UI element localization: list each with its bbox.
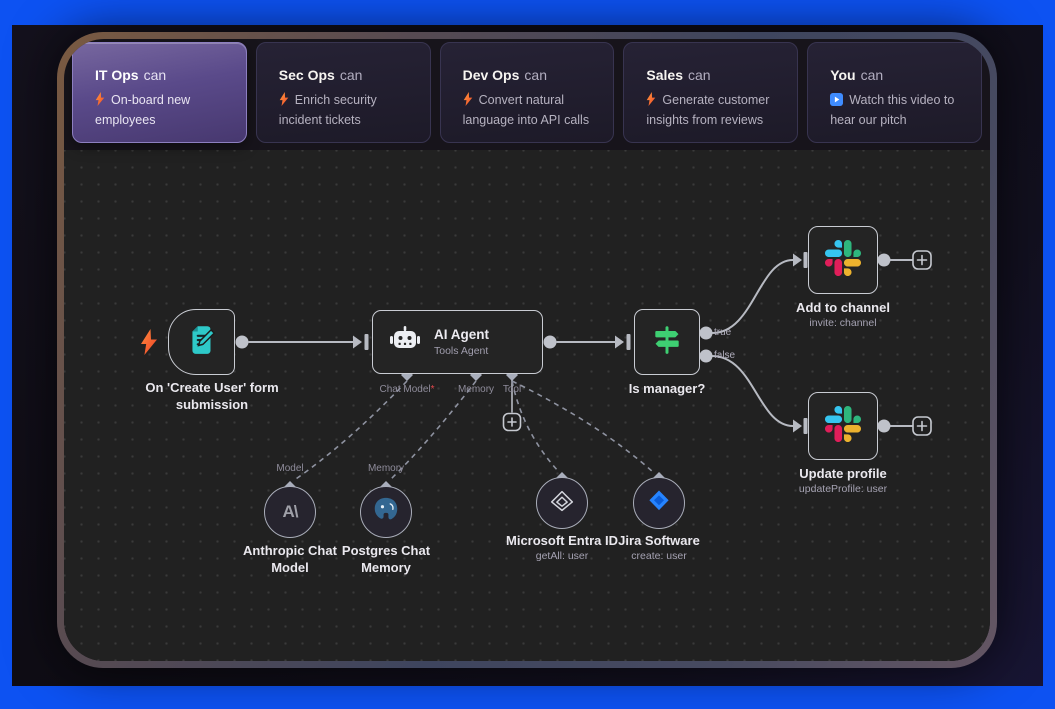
postgres-port-label: Memory	[367, 463, 405, 474]
jira-node-label: Jira Software	[618, 533, 700, 548]
switch-node-label: Is manager?	[628, 381, 706, 396]
play-icon[interactable]	[830, 93, 844, 112]
port-trigger-output[interactable]	[235, 335, 249, 349]
wire-true-to-slack-add	[711, 259, 794, 334]
jira-node-sublabel: create: user	[631, 550, 687, 562]
slack-icon	[825, 239, 861, 281]
trigger-node-label: On 'Create User' form submission	[145, 380, 279, 412]
port-slack-add-output[interactable]	[877, 253, 891, 267]
zynoo-watermark: ZYNOO	[511, 657, 677, 661]
port-switch-true-output[interactable]	[699, 326, 713, 340]
zap-icon	[646, 92, 656, 112]
entra-node-sublabel: getAll: user	[535, 550, 589, 562]
add-node-after-slack-add-button[interactable]	[912, 250, 932, 270]
postgres-node-label: Postgres Chat Memory	[341, 543, 431, 575]
postgres-elephant-icon	[371, 495, 401, 530]
form-trigger-node[interactable]	[168, 309, 235, 375]
slack-update-profile-node[interactable]	[808, 392, 878, 460]
wire-chatmodel-to-anthropic	[292, 380, 408, 482]
agent-text: AI Agent Tools Agent	[434, 327, 489, 357]
switch-true-label: true	[714, 327, 732, 338]
add-node-after-slack-update-button[interactable]	[912, 416, 932, 436]
agent-port-label-chat-model: Chat Model*	[379, 384, 435, 395]
robot-icon	[389, 324, 421, 361]
postgres-chat-memory-node[interactable]	[360, 486, 412, 538]
slack-icon	[825, 405, 861, 447]
slack-add-sublabel: invite: channel	[809, 317, 877, 329]
zap-icon	[463, 92, 473, 112]
entra-diamond-icon	[547, 486, 577, 521]
jira-software-node[interactable]	[633, 477, 685, 529]
anthropic-port-label: Model	[276, 463, 304, 474]
add-tool-button[interactable]	[502, 412, 522, 432]
zap-icon	[95, 92, 105, 112]
card-description: Watch this video to hear our pitch	[830, 93, 955, 127]
wire-tool-to-entra	[511, 380, 560, 473]
anthropic-node-label: Anthropic Chat Model	[243, 543, 337, 575]
zap-icon	[279, 92, 289, 112]
ai-agent-node[interactable]: AI Agent Tools Agent	[372, 310, 543, 374]
slack-update-sublabel: updateProfile: user	[798, 483, 888, 495]
port-agent-output[interactable]	[543, 335, 557, 349]
agent-subtitle: Tools Agent	[434, 345, 489, 357]
wire-false-to-slack-update	[711, 355, 794, 427]
form-pencil-icon	[185, 323, 219, 362]
trigger-bolt-icon	[141, 329, 157, 360]
switch-false-label: false	[714, 350, 736, 361]
signpost-icon	[650, 323, 684, 362]
agent-port-label-memory: Memory	[457, 384, 495, 395]
slack-add-to-channel-node[interactable]	[808, 226, 878, 294]
agent-title: AI Agent	[434, 327, 489, 342]
wire-tool-to-jira	[511, 380, 654, 473]
jira-diamond-icon	[645, 487, 673, 520]
card-description: On-board new employees	[95, 92, 191, 127]
microsoft-entra-id-node[interactable]	[536, 477, 588, 529]
is-manager-switch-node[interactable]	[634, 309, 700, 375]
card-description: Enrich security incident tickets	[278, 92, 377, 127]
slack-add-label: Add to channel	[796, 300, 890, 315]
slack-update-label: Update profile	[799, 466, 887, 481]
card-description: Generate customer insights from reviews	[646, 92, 770, 127]
anthropic-chat-model-node[interactable]: A\	[264, 486, 316, 538]
anthropic-icon: A\	[282, 502, 299, 521]
card-description: Convert natural language into API calls	[462, 92, 590, 127]
port-slack-update-output[interactable]	[877, 419, 891, 433]
port-switch-false-output[interactable]	[699, 349, 713, 363]
entra-node-label: Microsoft Entra ID	[506, 533, 618, 548]
agent-port-label-tool: Tool	[502, 384, 522, 395]
